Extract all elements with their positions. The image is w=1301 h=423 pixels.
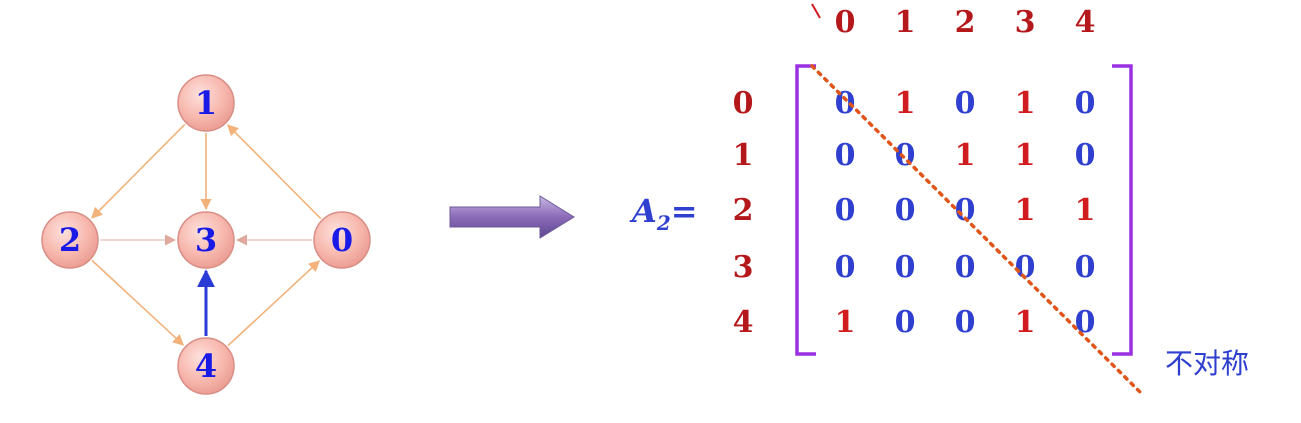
- node-label: 0: [331, 221, 353, 259]
- row-header: 0: [733, 86, 754, 121]
- matrix-cell: 0: [895, 138, 916, 173]
- matrix-cell: 0: [895, 250, 916, 285]
- node-label: 2: [59, 221, 81, 259]
- matrix-cell: 1: [895, 86, 916, 121]
- matrix-cell: 1: [955, 138, 976, 173]
- row-header: 2: [733, 193, 754, 228]
- adjacency-matrix: A2= 0 1 2 3 4 0 1 2 3 4 0 1 0 1 0 0 0 1 1 0 0 0 0 1 1 0 0 0 0 0 1 0 0 1…: [629, 3, 1142, 394]
- column-header: 4: [1075, 5, 1096, 40]
- edge-2-to-4: [91, 259, 185, 346]
- matrix-cell: 0: [1075, 138, 1096, 173]
- graph-node-1: 1: [177, 74, 235, 132]
- matrix-cell: 1: [1015, 138, 1036, 173]
- transform-arrow-icon: [449, 195, 575, 239]
- matrix-cell: 0: [1075, 305, 1096, 340]
- column-header: 2: [955, 5, 976, 40]
- matrix-cell: 0: [895, 193, 916, 228]
- row-header: 4: [733, 305, 754, 340]
- node-label: 3: [195, 221, 217, 259]
- left-bracket: [795, 64, 816, 356]
- matrix-cell: 1: [835, 305, 856, 340]
- matrix-cell: 0: [955, 193, 976, 228]
- node-label: 4: [195, 347, 217, 385]
- column-headers: 0 1 2 3 4: [835, 5, 1096, 40]
- matrix-cell: 0: [955, 250, 976, 285]
- matrix-cell: 0: [1075, 250, 1096, 285]
- matrix-name: A2=: [629, 192, 698, 235]
- diagonal-line: [810, 64, 1142, 394]
- edge-4-to-0: [227, 260, 321, 347]
- matrix-cell: 0: [955, 86, 976, 121]
- column-header: 1: [895, 5, 916, 40]
- graph-node-2: 2: [41, 211, 99, 269]
- graph-node-3: 3: [177, 211, 235, 269]
- matrix-cell: 0: [835, 138, 856, 173]
- graph-node-4: 4: [177, 337, 235, 395]
- right-bracket: [1112, 64, 1133, 356]
- matrix-cell: 1: [1015, 305, 1036, 340]
- matrix-cell: 0: [835, 250, 856, 285]
- asymmetric-note: 不对称: [1165, 347, 1249, 380]
- matrix-cell: 1: [1015, 86, 1036, 121]
- matrix-cell: 1: [1015, 193, 1036, 228]
- row-headers: 0 1 2 3 4: [733, 86, 754, 340]
- graph-edges: [91, 123, 322, 347]
- graph-nodes: 1 2 3 0 4: [41, 74, 371, 395]
- node-label: 1: [195, 84, 217, 122]
- corner-slash: [811, 3, 821, 19]
- matrix-cell: 0: [835, 193, 856, 228]
- column-header: 0: [835, 5, 856, 40]
- graph-node-0: 0: [313, 211, 371, 269]
- column-header: 3: [1015, 5, 1036, 40]
- row-header: 1: [733, 138, 754, 173]
- matrix-cell: 0: [895, 305, 916, 340]
- edge-0-to-1: [227, 124, 322, 220]
- matrix-cell: 0: [955, 305, 976, 340]
- matrix-cell: 0: [1075, 86, 1096, 121]
- edge-1-to-2: [91, 123, 186, 219]
- row-header: 3: [733, 250, 754, 285]
- matrix-cell: 0: [1015, 250, 1036, 285]
- matrix-cell: 1: [1075, 193, 1096, 228]
